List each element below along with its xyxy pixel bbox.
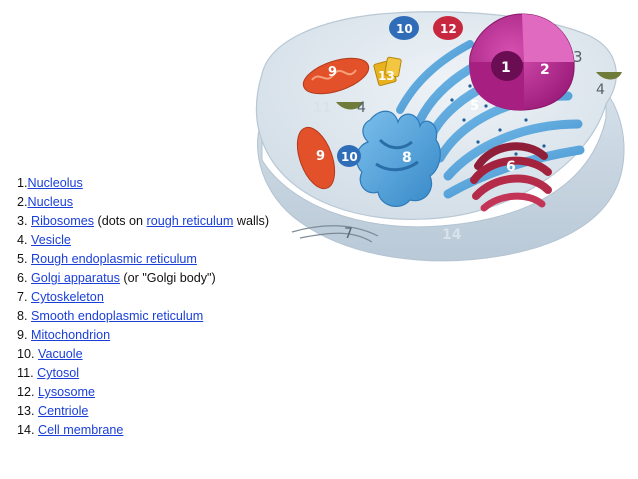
legend-number: 5. [17, 252, 32, 266]
legend-link[interactable]: Centriole [38, 404, 89, 418]
vesicle-right [596, 72, 622, 80]
legend-item: 11. Cytosol [17, 364, 269, 383]
legend-item: 5. Rough endoplasmic reticulum [17, 250, 269, 269]
legend-note: (or "Golgi body") [119, 271, 216, 285]
marker-1: 1 [501, 60, 511, 76]
legend-item: 14. Cell membrane [17, 421, 269, 440]
legend-link[interactable]: Ribosomes [31, 214, 95, 228]
legend-item: 9. Mitochondrion [17, 326, 269, 345]
legend-number: 6. [17, 271, 32, 285]
marker-8: 8 [402, 150, 412, 166]
legend-item: 6. Golgi apparatus (or "Golgi body") [17, 269, 269, 288]
legend-number: 10. [17, 347, 39, 361]
cytoskeleton [291, 225, 379, 243]
legend-number: 3. [17, 214, 32, 228]
marker-9a: 9 [328, 65, 337, 80]
legend-link[interactable]: Cytoskeleton [31, 290, 104, 304]
legend-item: 7. Cytoskeleton [17, 288, 269, 307]
centriole [373, 56, 402, 87]
legend-number: 4. [17, 233, 32, 247]
diagram-markers: 1 2 3 4 4 5 6 7 8 9 9 10 10 11 12 13 14 [313, 22, 605, 243]
legend-item: 4. Vesicle [17, 231, 269, 250]
marker-3: 3 [573, 48, 583, 66]
legend-number: 14. [17, 423, 39, 437]
legend-number: 2. [17, 195, 28, 209]
legend-link[interactable]: Vesicle [31, 233, 71, 247]
marker-7: 7 [344, 226, 353, 242]
legend-item: 8. Smooth endoplasmic reticulum [17, 307, 269, 326]
legend-link[interactable]: Mitochondrion [31, 328, 111, 342]
marker-4a: 4 [357, 100, 366, 116]
legend-link[interactable]: Nucleus [27, 195, 74, 209]
marker-10a: 10 [396, 22, 413, 36]
legend-link[interactable]: Golgi apparatus [31, 271, 120, 285]
marker-11: 11 [313, 101, 331, 116]
legend-link[interactable]: Smooth endoplasmic reticulum [31, 309, 204, 323]
legend-item: 3. Ribosomes (dots on rough reticulum wa… [17, 212, 269, 231]
smooth-endoplasmic-reticulum [355, 110, 441, 208]
legend-link[interactable]: Rough endoplasmic reticulum [31, 252, 197, 266]
vacuole-bottom [337, 145, 361, 167]
legend-number: 1. [17, 176, 28, 190]
legend-link[interactable]: Lysosome [38, 385, 95, 399]
lysosome [433, 16, 463, 40]
legend-number: 7. [17, 290, 32, 304]
legend-item: 12. Lysosome [17, 383, 269, 402]
nucleolus [491, 51, 523, 81]
legend-item: 10. Vacuole [17, 345, 269, 364]
legend-note: (dots on [94, 214, 147, 228]
marker-4b: 4 [596, 82, 605, 98]
legend-number: 13. [17, 404, 39, 418]
legend-number: 9. [17, 328, 32, 342]
marker-9b: 9 [316, 149, 325, 164]
marker-13: 13 [378, 69, 395, 83]
legend-number: 12. [17, 385, 39, 399]
legend-number: 8. [17, 309, 32, 323]
vacuole-top [389, 16, 419, 40]
marker-2: 2 [540, 62, 550, 78]
mitochondrion-top [302, 57, 370, 95]
marker-5: 5 [470, 99, 479, 114]
marker-14: 14 [442, 227, 462, 243]
legend-item: 13. Centriole [17, 402, 269, 421]
legend-item: 1.Nucleolus [17, 174, 269, 193]
legend-note: walls) [233, 214, 270, 228]
legend-link[interactable]: rough reticulum [146, 214, 234, 228]
vesicle-left [336, 102, 364, 110]
legend-link[interactable]: Cytosol [37, 366, 80, 380]
legend-link[interactable]: Vacuole [38, 347, 83, 361]
legend-item: 2.Nucleus [17, 193, 269, 212]
marker-10b: 10 [341, 150, 358, 164]
legend-link[interactable]: Nucleolus [27, 176, 83, 190]
golgi-apparatus [470, 142, 552, 212]
legend-number: 11. [17, 366, 38, 380]
mitochondrion-bottom [296, 126, 336, 190]
marker-6: 6 [506, 159, 516, 175]
legend-link[interactable]: Cell membrane [38, 423, 124, 437]
marker-12: 12 [440, 22, 457, 36]
